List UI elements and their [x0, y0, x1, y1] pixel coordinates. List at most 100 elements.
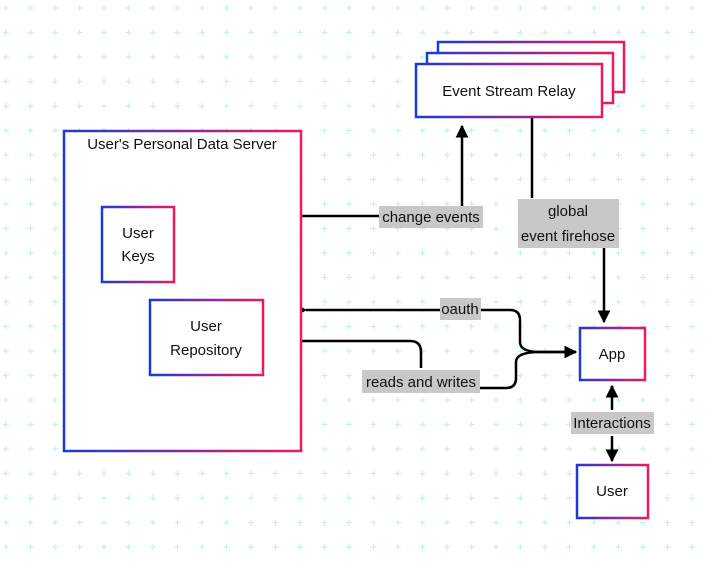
- grid-plus-mark: [370, 421, 377, 428]
- grid-plus-mark: [297, 519, 303, 526]
- grid-plus-mark: [444, 348, 450, 354]
- grid-plus-mark: [321, 176, 328, 183]
- grid-plus-mark: [3, 544, 9, 550]
- grid-plus-mark: [566, 397, 573, 403]
- grid-plus-mark: [615, 152, 622, 158]
- grid-plus-mark: [493, 152, 499, 158]
- grid-plus-mark: [419, 274, 426, 281]
- grid-plus-mark: [3, 127, 9, 134]
- grid-plus-mark: [419, 446, 426, 452]
- grid-plus-mark: [248, 495, 254, 501]
- grid-plus-mark: [591, 544, 597, 550]
- grid-plus-mark: [370, 78, 377, 85]
- grid-plus-mark: [689, 274, 695, 281]
- grid-plus-mark: [395, 348, 401, 354]
- grid-plus-mark: [125, 5, 132, 11]
- grid-plus-mark: [517, 421, 524, 428]
- grid-plus-mark: [444, 176, 450, 183]
- grid-plus-mark: [248, 29, 254, 36]
- grid-plus-mark: [468, 176, 475, 183]
- grid-plus-mark: [689, 78, 695, 85]
- grid-plus-mark: [52, 446, 58, 452]
- grid-plus-mark: [27, 470, 34, 477]
- grid-plus-mark: [3, 470, 9, 477]
- grid-plus-mark: [640, 152, 646, 158]
- grid-plus-mark: [664, 372, 671, 379]
- grid-plus-mark: [395, 299, 401, 305]
- grid-plus-mark: [3, 201, 9, 207]
- grid-plus-mark: [542, 176, 548, 183]
- grid-plus-mark: [150, 54, 156, 60]
- grid-plus-mark: [27, 78, 34, 85]
- grid-plus-mark: [370, 544, 377, 550]
- grid-plus-mark: [346, 225, 352, 232]
- grid-plus-mark: [517, 372, 524, 379]
- grid-plus-mark: [468, 397, 475, 403]
- grid-plus-mark: [297, 54, 303, 60]
- grid-plus-mark: [27, 446, 34, 452]
- grid-plus-mark: [52, 519, 58, 526]
- grid-plus-mark: [615, 176, 622, 183]
- grid-plus-mark: [370, 29, 377, 36]
- grid-plus-mark: [419, 544, 426, 550]
- grid-plus-mark: [125, 103, 132, 109]
- grid-plus-mark: [321, 421, 328, 428]
- grid-plus-mark: [615, 544, 622, 550]
- grid-plus-mark: [591, 5, 597, 11]
- grid-plus-mark: [419, 421, 426, 428]
- grid-plus-mark: [101, 519, 107, 526]
- grid-plus-mark: [370, 5, 377, 11]
- grid-plus-mark: [346, 348, 352, 354]
- grid-plus-mark: [444, 397, 450, 403]
- grid-plus-mark: [640, 54, 646, 60]
- grid-plus-mark: [27, 176, 34, 183]
- app-label: App: [599, 346, 626, 363]
- grid-plus-mark: [52, 103, 58, 109]
- grid-plus-mark: [101, 78, 107, 85]
- grid-plus-mark: [27, 519, 34, 526]
- grid-plus-mark: [76, 5, 83, 11]
- grid-plus-mark: [591, 519, 597, 526]
- grid-plus-mark: [27, 127, 34, 134]
- grid-plus-mark: [199, 519, 205, 526]
- grid-plus-mark: [52, 127, 58, 134]
- grid-plus-mark: [321, 152, 328, 158]
- grid-plus-mark: [664, 127, 671, 134]
- user-keys-label-line2: Keys: [121, 248, 154, 265]
- grid-plus-mark: [174, 54, 181, 60]
- grid-plus-mark: [346, 201, 352, 207]
- grid-plus-mark: [689, 397, 695, 403]
- grid-plus-mark: [664, 519, 671, 526]
- grid-plus-mark: [664, 176, 671, 183]
- grid-plus-mark: [3, 225, 9, 232]
- grid-plus-mark: [174, 495, 181, 501]
- grid-plus-mark: [689, 127, 695, 134]
- grid-plus-mark: [321, 127, 328, 134]
- grid-plus-mark: [689, 519, 695, 526]
- grid-plus-mark: [517, 152, 524, 158]
- grid-plus-mark: [542, 127, 548, 134]
- grid-plus-mark: [297, 544, 303, 550]
- grid-plus-mark: [395, 103, 401, 109]
- grid-plus-mark: [566, 250, 573, 256]
- grid-plus-mark: [3, 103, 9, 109]
- grid-plus-mark: [395, 544, 401, 550]
- grid-plus-mark: [640, 397, 646, 403]
- grid-plus-mark: [101, 495, 107, 501]
- grid-plus-mark: [493, 176, 499, 183]
- grid-plus-mark: [150, 544, 156, 550]
- grid-plus-mark: [223, 103, 230, 109]
- grid-plus-mark: [3, 176, 9, 183]
- grid-plus-mark: [566, 470, 573, 477]
- grid-plus-mark: [223, 495, 230, 501]
- grid-plus-mark: [493, 470, 499, 477]
- grid-plus-mark: [52, 421, 58, 428]
- grid-plus-mark: [689, 348, 695, 354]
- grid-plus-mark: [444, 421, 450, 428]
- grid-plus-mark: [3, 519, 9, 526]
- grid-plus-mark: [664, 323, 671, 330]
- grid-plus-mark: [297, 103, 303, 109]
- grid-plus-mark: [346, 397, 352, 403]
- grid-plus-mark: [566, 372, 573, 379]
